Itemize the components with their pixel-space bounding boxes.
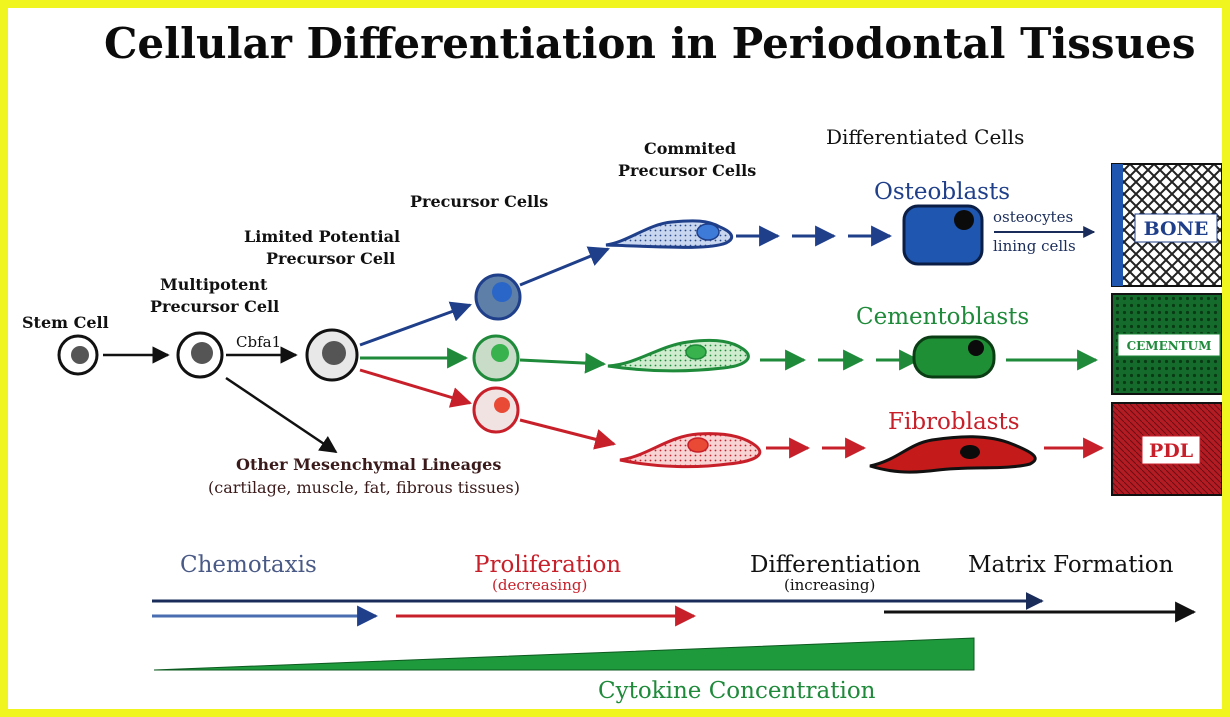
green-committed-cell — [607, 338, 750, 373]
cytokine-wedge — [153, 637, 975, 671]
stem-cell — [57, 334, 99, 376]
arrow-green-to-committed — [519, 352, 607, 374]
limited-label-line2: Precursor Cell — [266, 249, 395, 268]
blue-committed-cell — [605, 219, 734, 249]
arrow-red-to-committed — [519, 418, 617, 450]
red-committed-cell — [619, 432, 762, 469]
committed-label-line2: Precursor Cells — [618, 161, 756, 180]
multipotent-label-line1: Multipotent — [160, 275, 268, 294]
bone-label: BONE — [1144, 218, 1209, 240]
arrow-limited-to-red-precursor — [359, 368, 473, 408]
chemotaxis-label: Chemotaxis — [180, 552, 317, 578]
differentiation-note: (increasing) — [784, 576, 875, 594]
cementoblast-cell — [912, 335, 996, 379]
arrow-blue-to-committed — [519, 246, 610, 287]
proliferation-note: (decreasing) — [492, 576, 587, 594]
cbfa1-label: Cbfa1 — [236, 333, 281, 351]
blue-precursor-cell — [474, 273, 522, 321]
fibroblast-cell — [869, 435, 1037, 474]
cementum-label: CEMENTUM — [1127, 339, 1212, 353]
pdl-tissue-box: PDL — [1111, 402, 1222, 496]
multipotent-cell — [176, 331, 224, 379]
osteocytes-label: osteocytes — [993, 208, 1073, 226]
stem-cell-label: Stem Cell — [22, 313, 109, 332]
cementoblasts-label: Cementoblasts — [856, 304, 1029, 330]
other-lineages-label: Other Mesenchymal Lineages — [236, 455, 501, 474]
diagram-title: Cellular Differentiation in Periodontal … — [104, 19, 1195, 68]
committed-label-line1: Commited — [644, 139, 736, 158]
green-precursor-cell — [472, 334, 520, 382]
fibroblasts-label: Fibroblasts — [888, 409, 1020, 435]
osteoblast-cell — [902, 204, 984, 266]
cementum-tissue-box: CEMENTUM — [1111, 293, 1222, 395]
bone-tissue-box: BONE — [1111, 163, 1222, 287]
precursor-cells-label: Precursor Cells — [410, 192, 548, 211]
red-precursor-cell — [472, 386, 520, 434]
multipotent-label-line2: Precursor Cell — [150, 297, 279, 316]
differentiated-cells-label: Differentiated Cells — [826, 125, 1024, 149]
diagram-frame: Cellular Differentiation in Periodontal … — [8, 8, 1222, 709]
limited-label-line1: Limited Potential — [244, 227, 400, 246]
osteoblasts-label: Osteoblasts — [874, 179, 1010, 205]
differentiation-diagram: Cellular Differentiation in Periodontal … — [22, 19, 1222, 704]
lining-cells-label: lining cells — [993, 237, 1076, 255]
arrow-limited-to-blue-precursor — [359, 301, 472, 347]
limited-precursor-cell — [305, 328, 359, 382]
other-lineages-note: (cartilage, muscle, fat, fibrous tissues… — [208, 478, 520, 497]
cytokine-label: Cytokine Concentration — [598, 678, 876, 704]
proliferation-label: Proliferation — [474, 552, 621, 578]
arrow-to-other-lineages — [225, 376, 338, 454]
differentiation-label: Differentiation — [750, 552, 921, 578]
pdl-label: PDL — [1149, 440, 1193, 462]
matrix-formation-label: Matrix Formation — [968, 552, 1174, 578]
